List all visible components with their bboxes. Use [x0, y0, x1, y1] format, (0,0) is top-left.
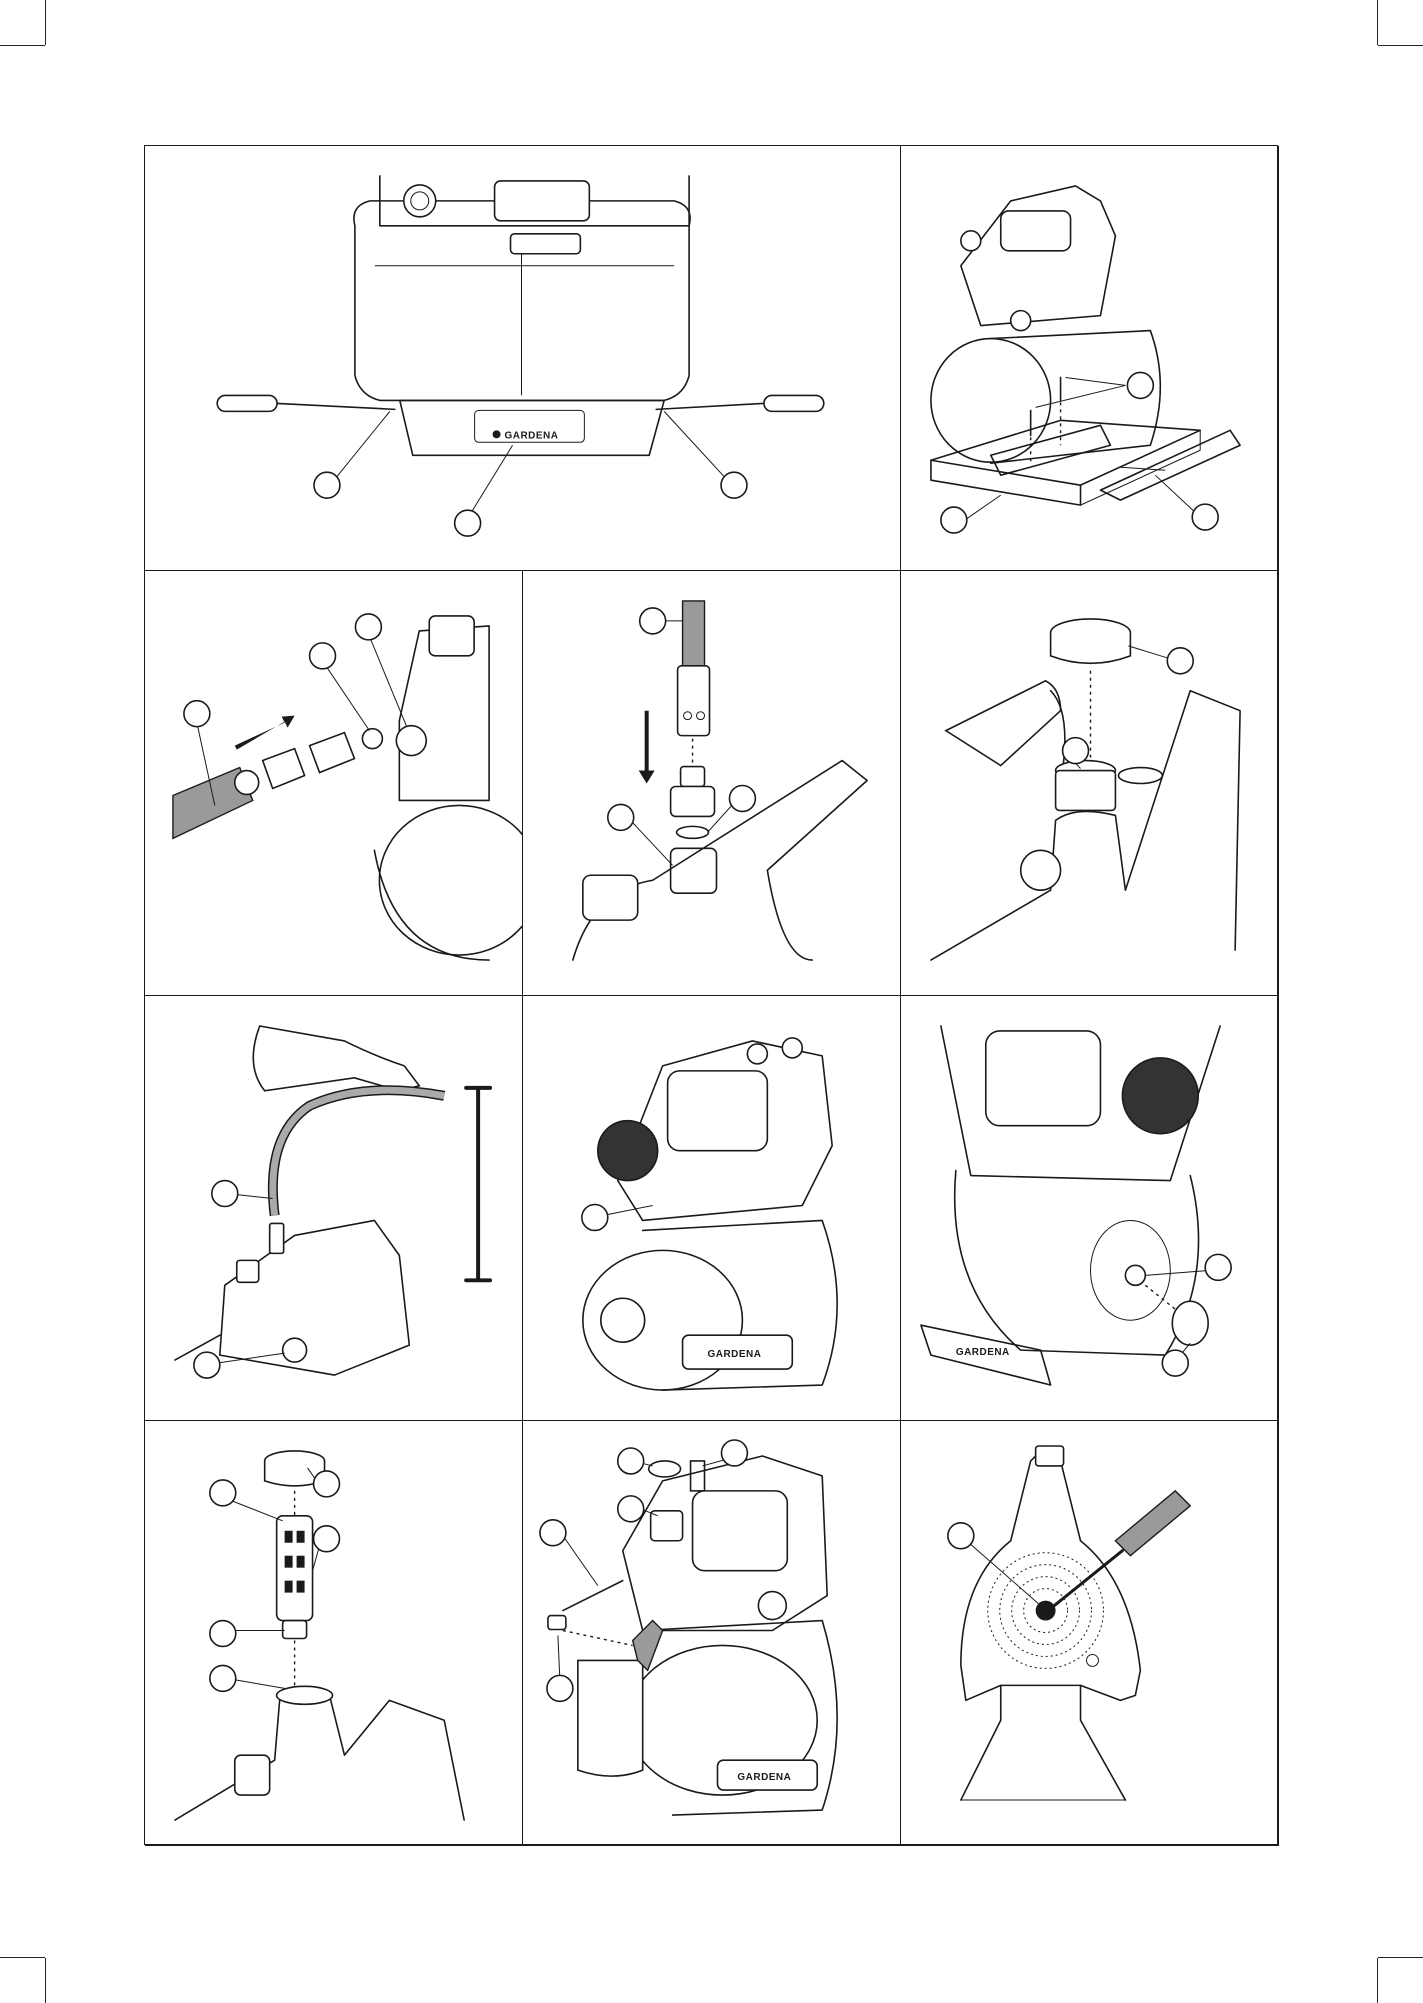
crop-mark-br-h: [1378, 1957, 1423, 1958]
callout-marker: [355, 614, 381, 640]
callout-marker: [540, 1520, 566, 1546]
crop-mark-bl-h: [0, 1957, 45, 1958]
callout-marker: [210, 1665, 236, 1691]
fan-grille: [988, 1553, 1104, 1669]
pressure-hose-drawing: [523, 571, 900, 995]
figure-motor-freeing: [901, 1421, 1279, 1846]
figure-mounting-top-view: GARDENA: [145, 146, 901, 571]
figure-base-mounting: [901, 146, 1279, 571]
brand-logo-text: GARDENA: [956, 1347, 1010, 1358]
base-mounting-drawing: [901, 146, 1278, 570]
callout-marker: [721, 472, 747, 498]
pump-top-view-drawing: GARDENA: [145, 146, 900, 570]
callout-marker: [618, 1496, 644, 1522]
callout-marker: [1162, 1350, 1188, 1376]
callout-marker: [608, 804, 634, 830]
callout-marker: [184, 701, 210, 727]
callout-marker: [1205, 1254, 1231, 1280]
callout-marker: [212, 1181, 238, 1207]
filter-cleaning-drawing: [145, 1421, 522, 1845]
figure-suction-height: [145, 996, 523, 1421]
crop-mark-tr-h: [1378, 45, 1423, 46]
brand-logo-text: GARDENA: [737, 1772, 791, 1783]
callout-marker: [314, 1526, 340, 1552]
motor-freeing-drawing: [901, 1421, 1278, 1845]
callout-marker: [1167, 648, 1193, 674]
draining-drawing: GARDENA: [523, 1421, 900, 1845]
crop-mark-tl-h: [0, 45, 45, 46]
callout-marker: [455, 510, 481, 536]
callout-marker: [941, 507, 967, 533]
tank-valve-drawing: GARDENA: [901, 996, 1278, 1420]
callout-marker: [948, 1523, 974, 1549]
callout-marker: [1063, 738, 1089, 764]
figure-filling-pump: [901, 571, 1279, 996]
figure-switch-on: GARDENA: [523, 996, 901, 1421]
callout-marker: [314, 472, 340, 498]
callout-marker: [582, 1205, 608, 1231]
figure-draining: GARDENA: [523, 1421, 901, 1846]
callout-marker: [310, 643, 336, 669]
callout-marker: [1127, 372, 1153, 398]
crop-mark-bl-v: [45, 1958, 46, 2003]
figure-filter-cleaning: [145, 1421, 523, 1846]
brand-logo-text: GARDENA: [708, 1349, 762, 1360]
crop-mark-br-v: [1377, 1958, 1378, 2003]
callout-marker: [210, 1621, 236, 1647]
brand-logo-text: GARDENA: [505, 430, 559, 441]
callout-marker: [547, 1675, 573, 1701]
callout-marker: [640, 608, 666, 634]
illustration-sheet: GARDENA: [144, 145, 1278, 1845]
figure-tank-valve: GARDENA: [901, 996, 1279, 1421]
callout-marker: [1192, 504, 1218, 530]
callout-marker: [729, 785, 755, 811]
switch-on-drawing: GARDENA: [523, 996, 900, 1420]
filling-pump-drawing: [901, 571, 1278, 995]
crop-mark-tr-v: [1377, 0, 1378, 45]
crop-mark-tl-v: [45, 0, 46, 45]
suction-hose-drawing: [145, 571, 522, 995]
suction-height-drawing: [145, 996, 522, 1420]
figure-pressure-hose-connection: [523, 571, 901, 996]
figure-suction-hose-connection: [145, 571, 523, 996]
callout-marker: [314, 1471, 340, 1497]
callout-marker: [618, 1448, 644, 1474]
callout-marker: [210, 1480, 236, 1506]
callout-marker: [721, 1440, 747, 1466]
callout-marker: [194, 1352, 220, 1378]
